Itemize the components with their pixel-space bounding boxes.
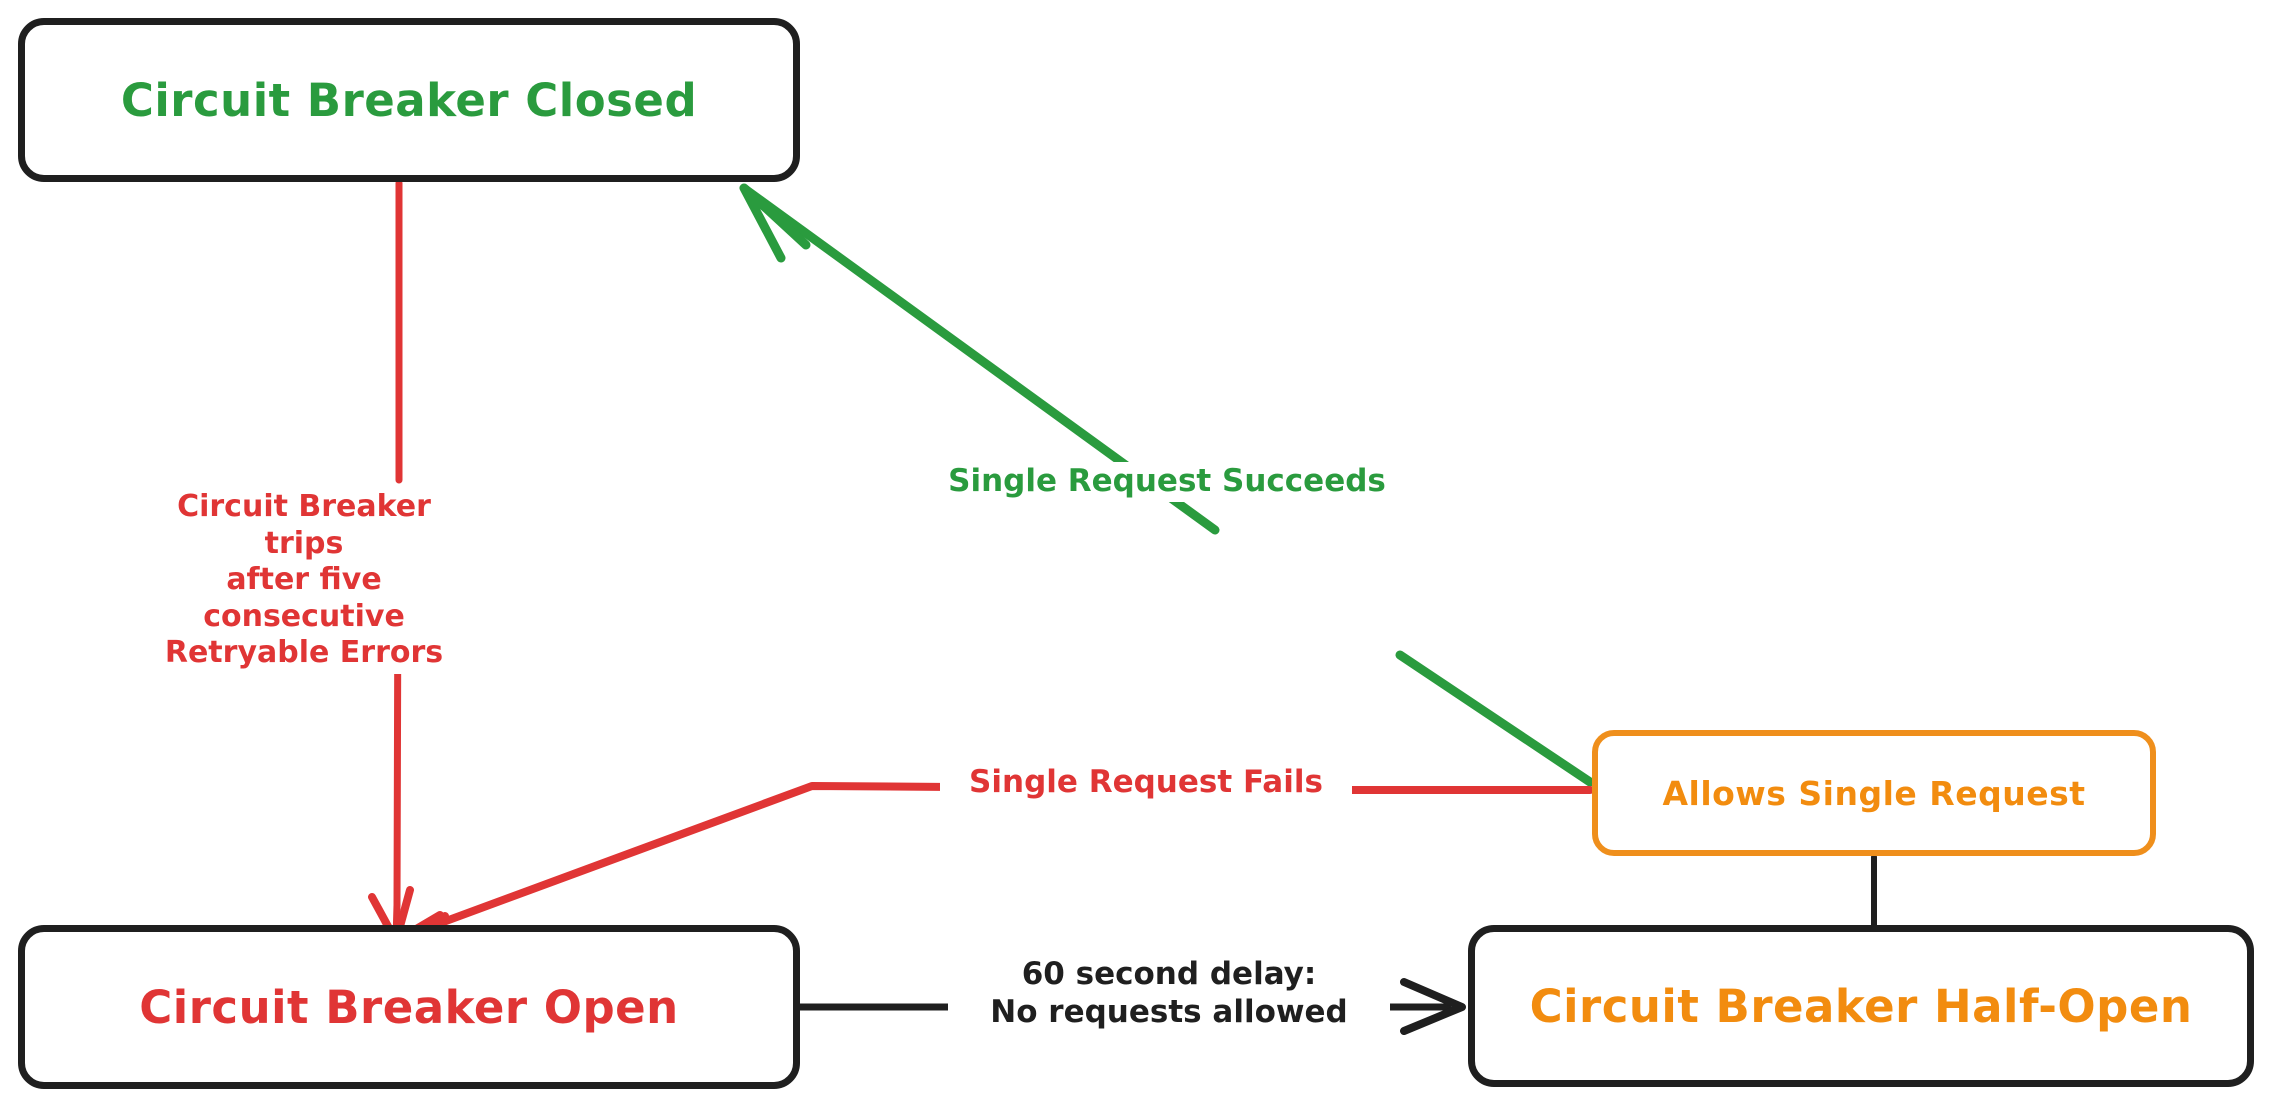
edge-label-circuit-breaker-trips: Circuit Breaker trips after five consecu… xyxy=(150,487,458,674)
state-node-label-half-open: Circuit Breaker Half-Open xyxy=(1529,979,2193,1033)
state-node-circuit-breaker-closed[interactable]: Circuit Breaker Closed xyxy=(18,18,800,182)
state-node-circuit-breaker-open[interactable]: Circuit Breaker Open xyxy=(18,925,800,1089)
state-node-allows-single-request[interactable]: Allows Single Request xyxy=(1592,730,2156,856)
edge-label-single-request-succeeds: Single Request Succeeds xyxy=(916,462,1418,502)
edge-label-single-request-fails: Single Request Fails xyxy=(940,763,1352,803)
state-node-label-allows-single-request: Allows Single Request xyxy=(1662,773,2086,813)
state-node-label-open: Circuit Breaker Open xyxy=(139,980,679,1034)
edge-allows-to-open xyxy=(394,782,1594,947)
edge-label-60-second-delay: 60 second delay: No requests allowed xyxy=(948,955,1390,1033)
state-node-circuit-breaker-half-open[interactable]: Circuit Breaker Half-Open xyxy=(1468,925,2254,1087)
state-node-label-closed: Circuit Breaker Closed xyxy=(120,73,698,127)
